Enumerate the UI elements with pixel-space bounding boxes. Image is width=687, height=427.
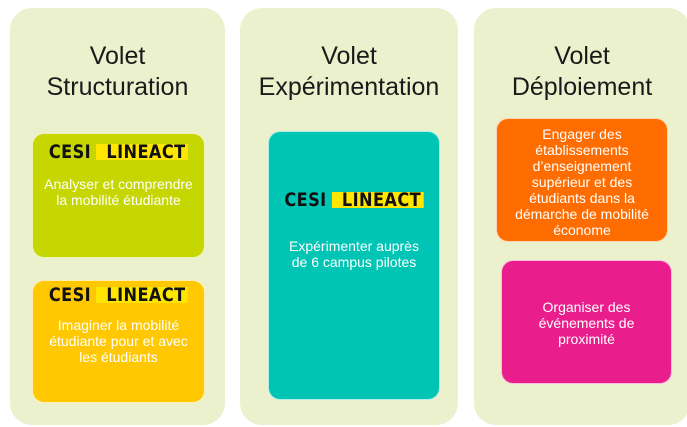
card-text: Expérimenter auprès de 6 campus pilotes: [289, 238, 419, 270]
logo-part: LINEACT: [96, 286, 189, 305]
title-line: Volet: [554, 42, 610, 70]
card-text: Imaginer la mobilité étudiante pour et a…: [49, 317, 188, 365]
title-line: Déploiement: [511, 73, 653, 101]
card-engager: Engager des établissements d’enseignemen…: [496, 118, 668, 242]
card-text: Analyser et comprendre la mobilité étudi…: [44, 176, 193, 208]
title-line: Expérimentation: [258, 73, 440, 101]
logo-part: CESI: [48, 284, 92, 306]
card-text: Engager des établissements d’enseignemen…: [515, 126, 649, 238]
logo-part: LINEACT: [96, 143, 189, 162]
logo-part: LINEACT: [331, 191, 424, 210]
title-line: Volet: [321, 42, 377, 70]
logo-part: CESI: [48, 141, 92, 163]
title-line: Structuration: [46, 73, 189, 101]
card-organiser: Organiser des événements de proximité: [501, 260, 672, 384]
card-text: Organiser des événements de proximité: [538, 299, 635, 347]
logo-part: CESI: [284, 189, 327, 211]
title-line: Volet: [89, 42, 146, 70]
